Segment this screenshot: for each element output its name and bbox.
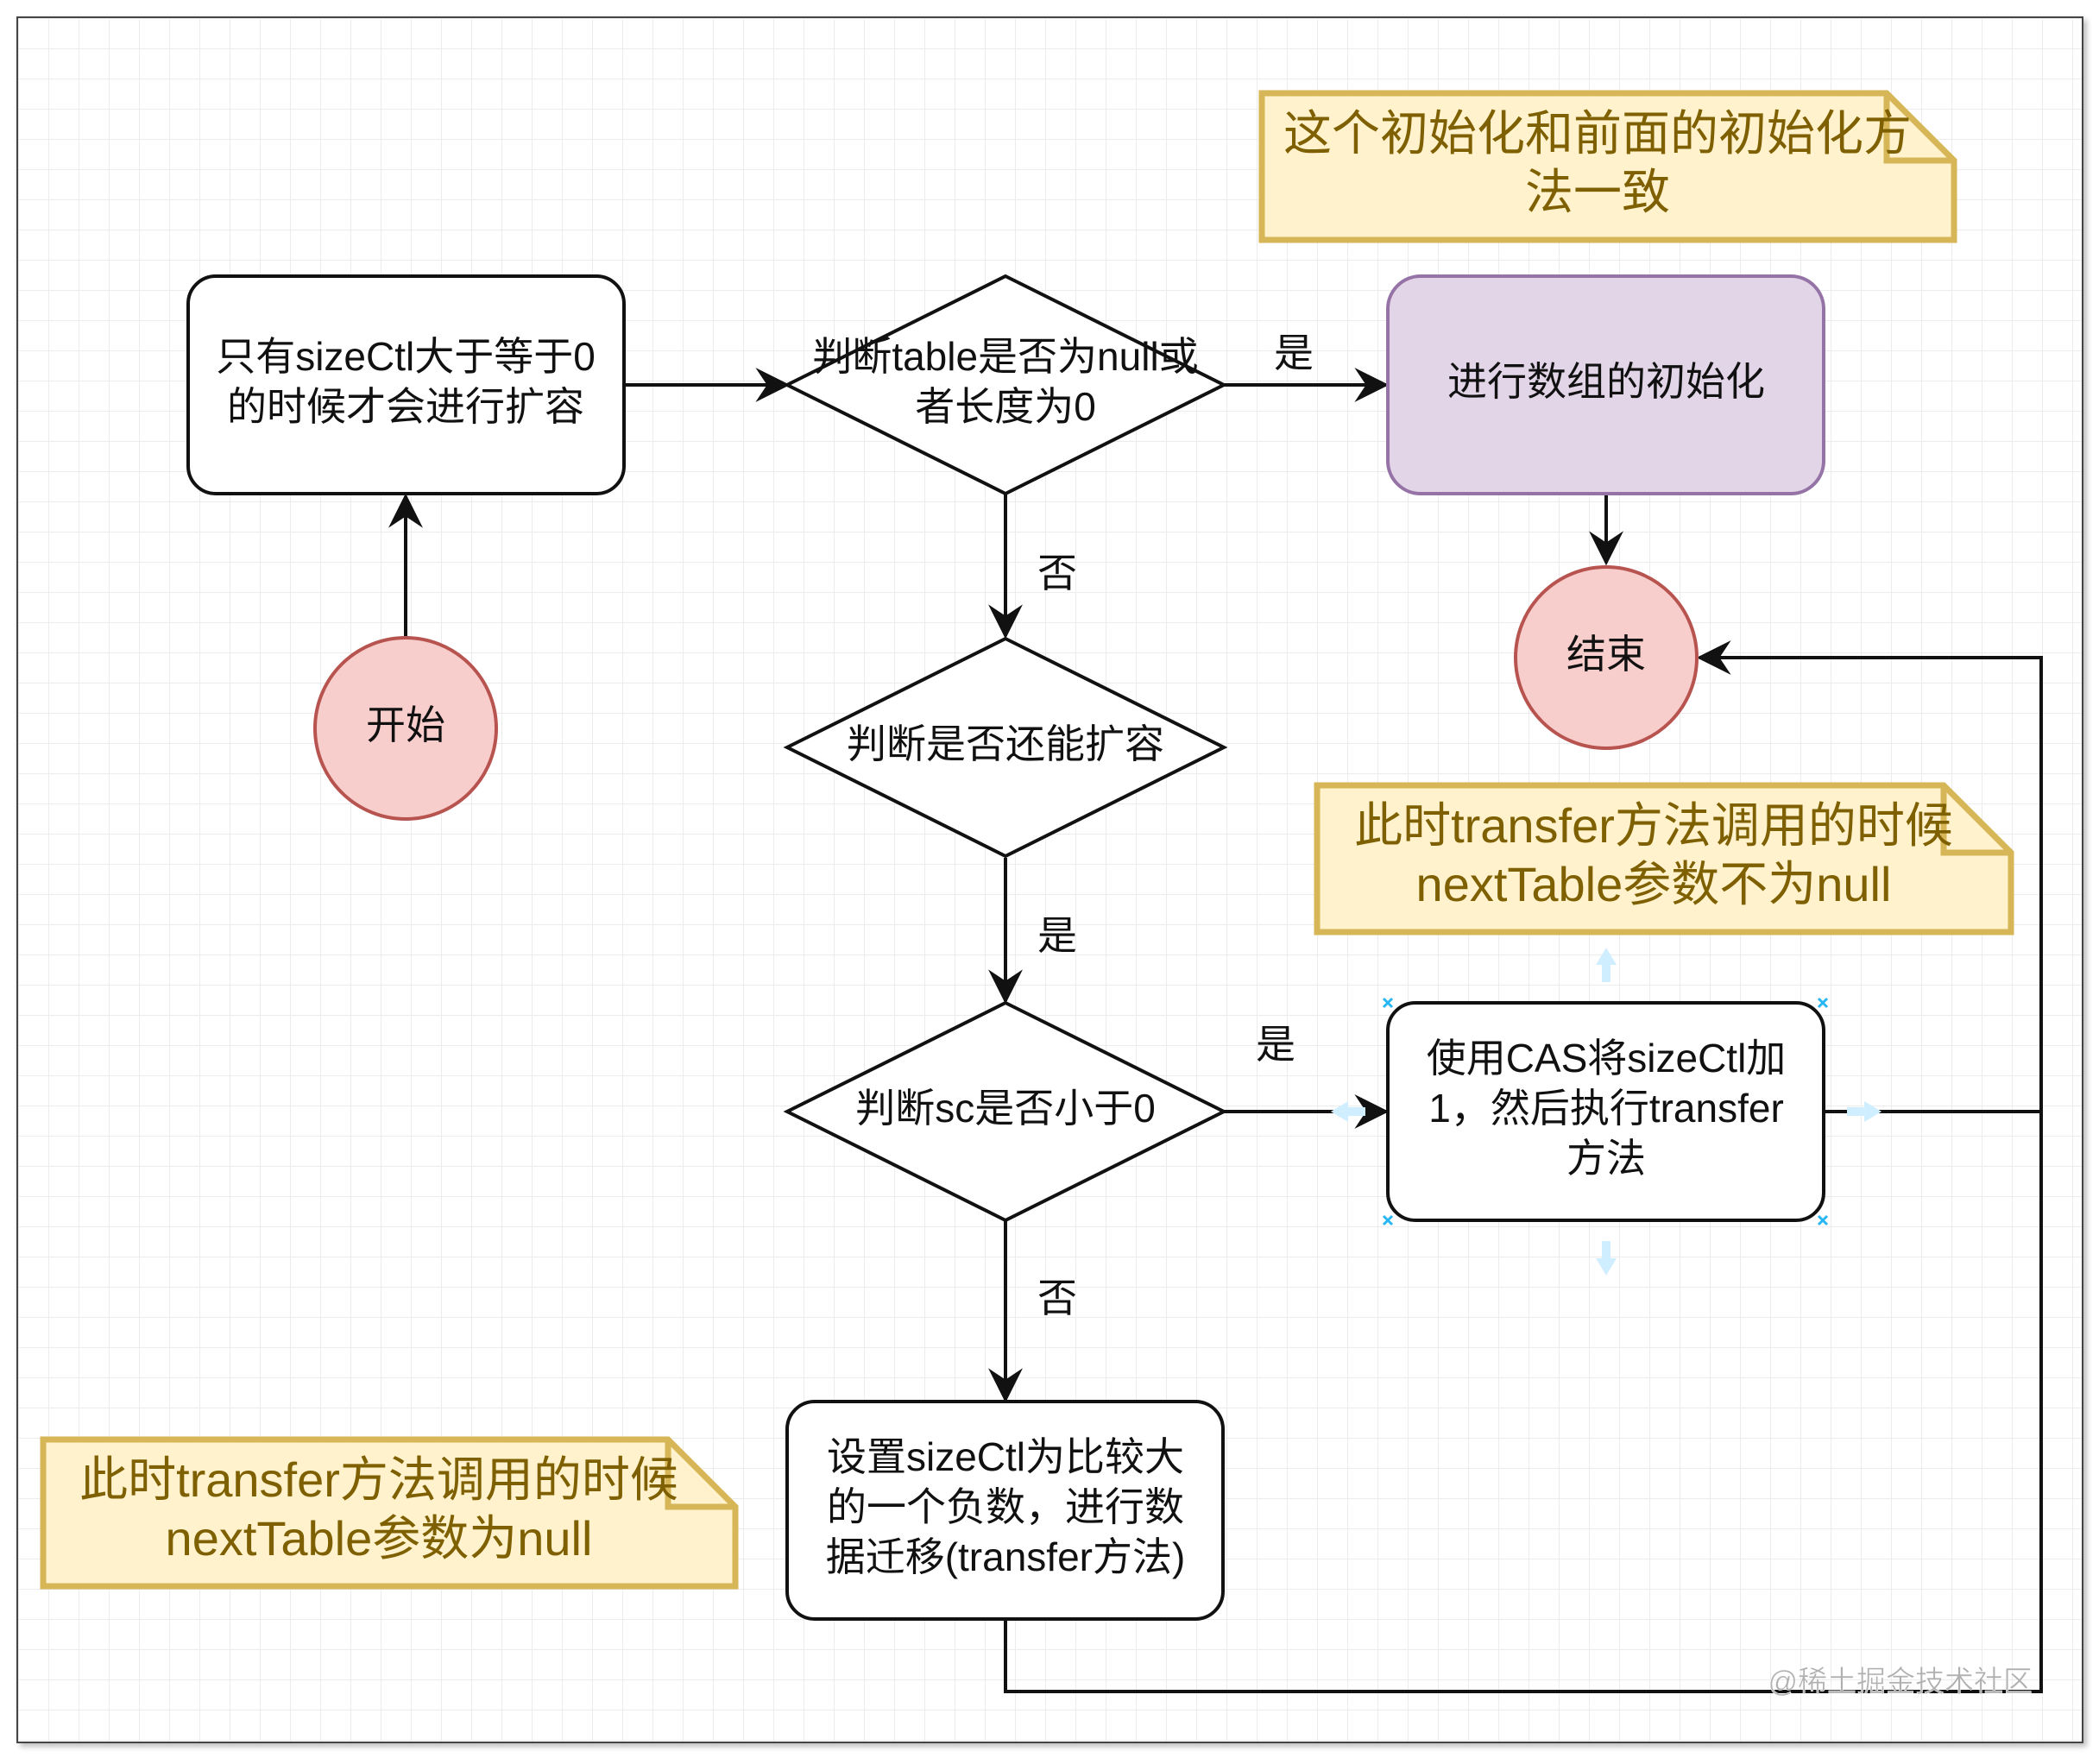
note-shape [1258, 90, 1957, 243]
node-decision-table-null[interactable]: 判断table是否为null或者长度为0 [783, 274, 1228, 496]
connection-arrows [1331, 948, 1882, 1276]
process-box [186, 274, 626, 495]
process-box [785, 1400, 1225, 1621]
node-text: 进行数组的初始化 [1447, 359, 1765, 404]
node-decision-can-expand[interactable]: 判断是否还能扩容 [783, 636, 1228, 859]
watermark: @稀土掘金技术社区 [1768, 1666, 2033, 1698]
node-text: 判断是否还能扩容 [847, 721, 1164, 766]
text-line: 这个初始化和前面的初始化方 [1283, 106, 1912, 161]
text-line: 使用CAS将sizeCtl加 [1427, 1036, 1787, 1080]
text-line: 只有sizeCtl大于等于0 [216, 334, 596, 379]
node-text: 设置sizeCtl为比较大的一个负数，进行数据迁移(transfer方法) [826, 1434, 1186, 1579]
node-text: 结束 [1566, 632, 1646, 677]
terminal-circle [313, 636, 498, 821]
note-fold [665, 1440, 735, 1510]
text-line: 进行数组的初始化 [1447, 359, 1765, 404]
label-can-expand-yes: 是 [1037, 913, 1077, 958]
text-line: nextTable参数不为null [1416, 857, 1892, 911]
terminal-circle [1514, 565, 1699, 750]
edges [388, 368, 2043, 1693]
text-line: 的一个负数，进行数 [827, 1484, 1184, 1529]
node-start[interactable]: 开始 [313, 636, 498, 821]
node-cas-transfer[interactable]: 使用CAS将sizeCtl加 1，然后执行transfer 方法 [1386, 1001, 1825, 1222]
text-line: 判断是否还能扩容 [847, 721, 1164, 766]
node-end[interactable]: 结束 [1514, 565, 1699, 750]
edge-labels: 是 否 是 是 否 [1037, 331, 1314, 1320]
text-line: 的时候才会进行扩容 [227, 384, 584, 429]
decision-diamond [783, 274, 1228, 496]
text-line: 判断sc是否小于0 [855, 1086, 1156, 1131]
node-check-sizectl[interactable]: 只有sizeCtl大于等于0 的时候才会进行扩容 [186, 274, 626, 495]
label-table-null-yes: 是 [1274, 331, 1314, 375]
text-line: 1，然后执行transfer [1428, 1086, 1784, 1131]
note-init-same[interactable]: 这个初始化和前面的初始化方法一致 [1258, 90, 1957, 243]
text-line: 结束 [1566, 632, 1646, 677]
process-box [1386, 274, 1825, 495]
text-line: 此时transfer方法调用的时候 [79, 1452, 678, 1507]
node-text: 使用CAS将sizeCtl加 1，然后执行transfer 方法 [1427, 1036, 1787, 1181]
text-line: nextTable参数为null [166, 1511, 593, 1566]
note-text: 这个初始化和前面的初始化方法一致 [1283, 106, 1912, 219]
note-fold [1883, 93, 1954, 164]
node-init-array[interactable]: 进行数组的初始化 [1386, 274, 1825, 495]
text-line: 法一致 [1525, 165, 1670, 219]
note-fold [1940, 785, 2011, 856]
node-decision-sc-negative[interactable]: 判断sc是否小于0 [783, 1000, 1228, 1223]
selection-handles [1382, 997, 1829, 1226]
text-line: 据迁移(transfer方法) [826, 1534, 1186, 1579]
text-line: 判断table是否为null或 [812, 334, 1198, 379]
note-shape [40, 1436, 739, 1590]
label-sc-negative-no: 否 [1037, 1276, 1077, 1320]
text-line: 者长度为0 [915, 384, 1096, 429]
node-set-negative-transfer[interactable]: 设置sizeCtl为比较大的一个负数，进行数据迁移(transfer方法) [785, 1400, 1225, 1621]
edge-set-negative-to-end [1004, 1112, 2043, 1693]
node-text: 判断sc是否小于0 [855, 1086, 1156, 1131]
node-text: 只有sizeCtl大于等于0 的时候才会进行扩容 [216, 334, 596, 429]
decision-diamond [783, 1000, 1228, 1223]
process-box [1386, 1001, 1825, 1222]
text-line: 此时transfer方法调用的时候 [1354, 798, 1953, 853]
text-line: 开始 [366, 702, 445, 747]
text-line: 方法 [1566, 1136, 1646, 1181]
decision-diamond [783, 636, 1228, 859]
note-shape [1314, 782, 2014, 936]
label-table-null-no: 否 [1037, 551, 1077, 595]
node-text: 开始 [366, 702, 445, 747]
edge-cas-to-end [1696, 640, 2043, 1113]
text-line: 设置sizeCtl为比较大 [827, 1434, 1184, 1479]
label-sc-negative-yes: 是 [1256, 1022, 1295, 1067]
node-text: 判断table是否为null或者长度为0 [812, 334, 1198, 429]
